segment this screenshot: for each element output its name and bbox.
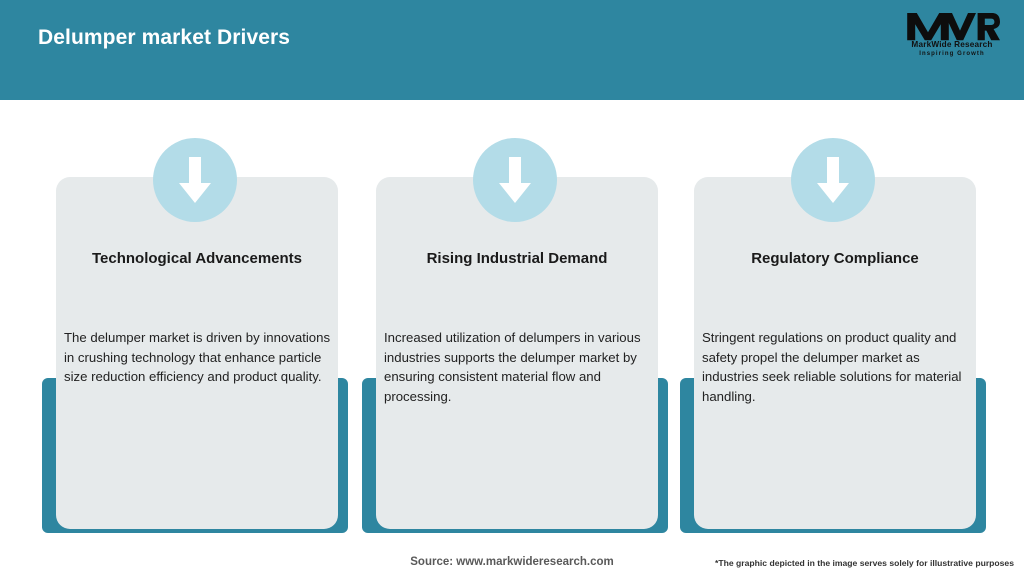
driver-card[interactable]: Technological Advancements The delumper … (40, 100, 350, 540)
source-label: Source: www.markwideresearch.com (410, 556, 614, 568)
card-description: The delumper market is driven by innovat… (64, 330, 331, 384)
disclaimer-label: *The graphic depicted in the image serve… (715, 558, 1014, 568)
card-icon-badge (791, 138, 875, 222)
card-heading: Regulatory Compliance (751, 250, 919, 267)
driver-card[interactable]: Rising Industrial Demand Increased utili… (360, 100, 670, 540)
logo-tagline: Inspiring Growth (919, 51, 985, 57)
logo-company-name: MarkWide Research (911, 40, 993, 49)
card-panel (56, 177, 338, 529)
card-icon-badge (473, 138, 557, 222)
card-description: Increased utilization of delumpers in va… (384, 330, 641, 404)
card-heading: Technological Advancements (91, 250, 303, 267)
down-arrow-icon (817, 157, 849, 203)
card-panel (376, 177, 658, 529)
drivers-card-row: Technological Advancements The delumper … (0, 100, 1024, 540)
driver-card[interactable]: Regulatory Compliance Stringent regulati… (678, 100, 988, 540)
card-panel (694, 177, 976, 529)
down-arrow-icon (179, 157, 211, 203)
card-icon-badge (153, 138, 237, 222)
brand-logo: MarkWide Research Inspiring Growth (898, 8, 1006, 66)
card-description: Stringent regulations on product quality… (702, 330, 962, 404)
mwr-logo-icon (907, 13, 1000, 41)
down-arrow-icon (499, 157, 531, 203)
page-title: Delumper market Drivers (38, 26, 291, 49)
card-heading: Rising Industrial Demand (426, 250, 608, 267)
header-bar: Delumper market Drivers MarkWide Researc… (0, 0, 1024, 100)
